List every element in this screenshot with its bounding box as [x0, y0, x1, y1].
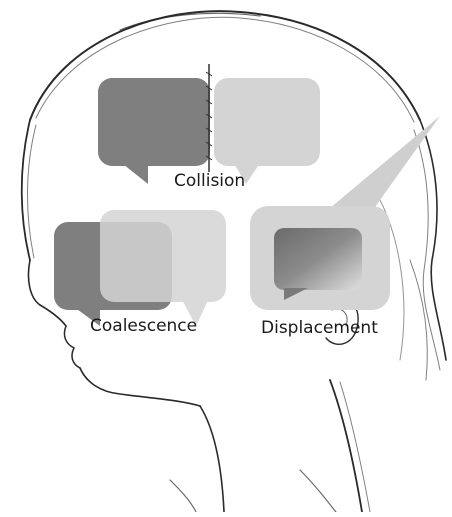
collision-light-bubble — [214, 78, 320, 184]
displacement-inner-bubble — [274, 228, 362, 300]
coalescence-label: Coalescence — [90, 316, 197, 336]
displacement-label: Displacement — [261, 318, 378, 338]
collision-dark-bubble — [98, 78, 210, 184]
collision-label: Collision — [174, 171, 245, 191]
